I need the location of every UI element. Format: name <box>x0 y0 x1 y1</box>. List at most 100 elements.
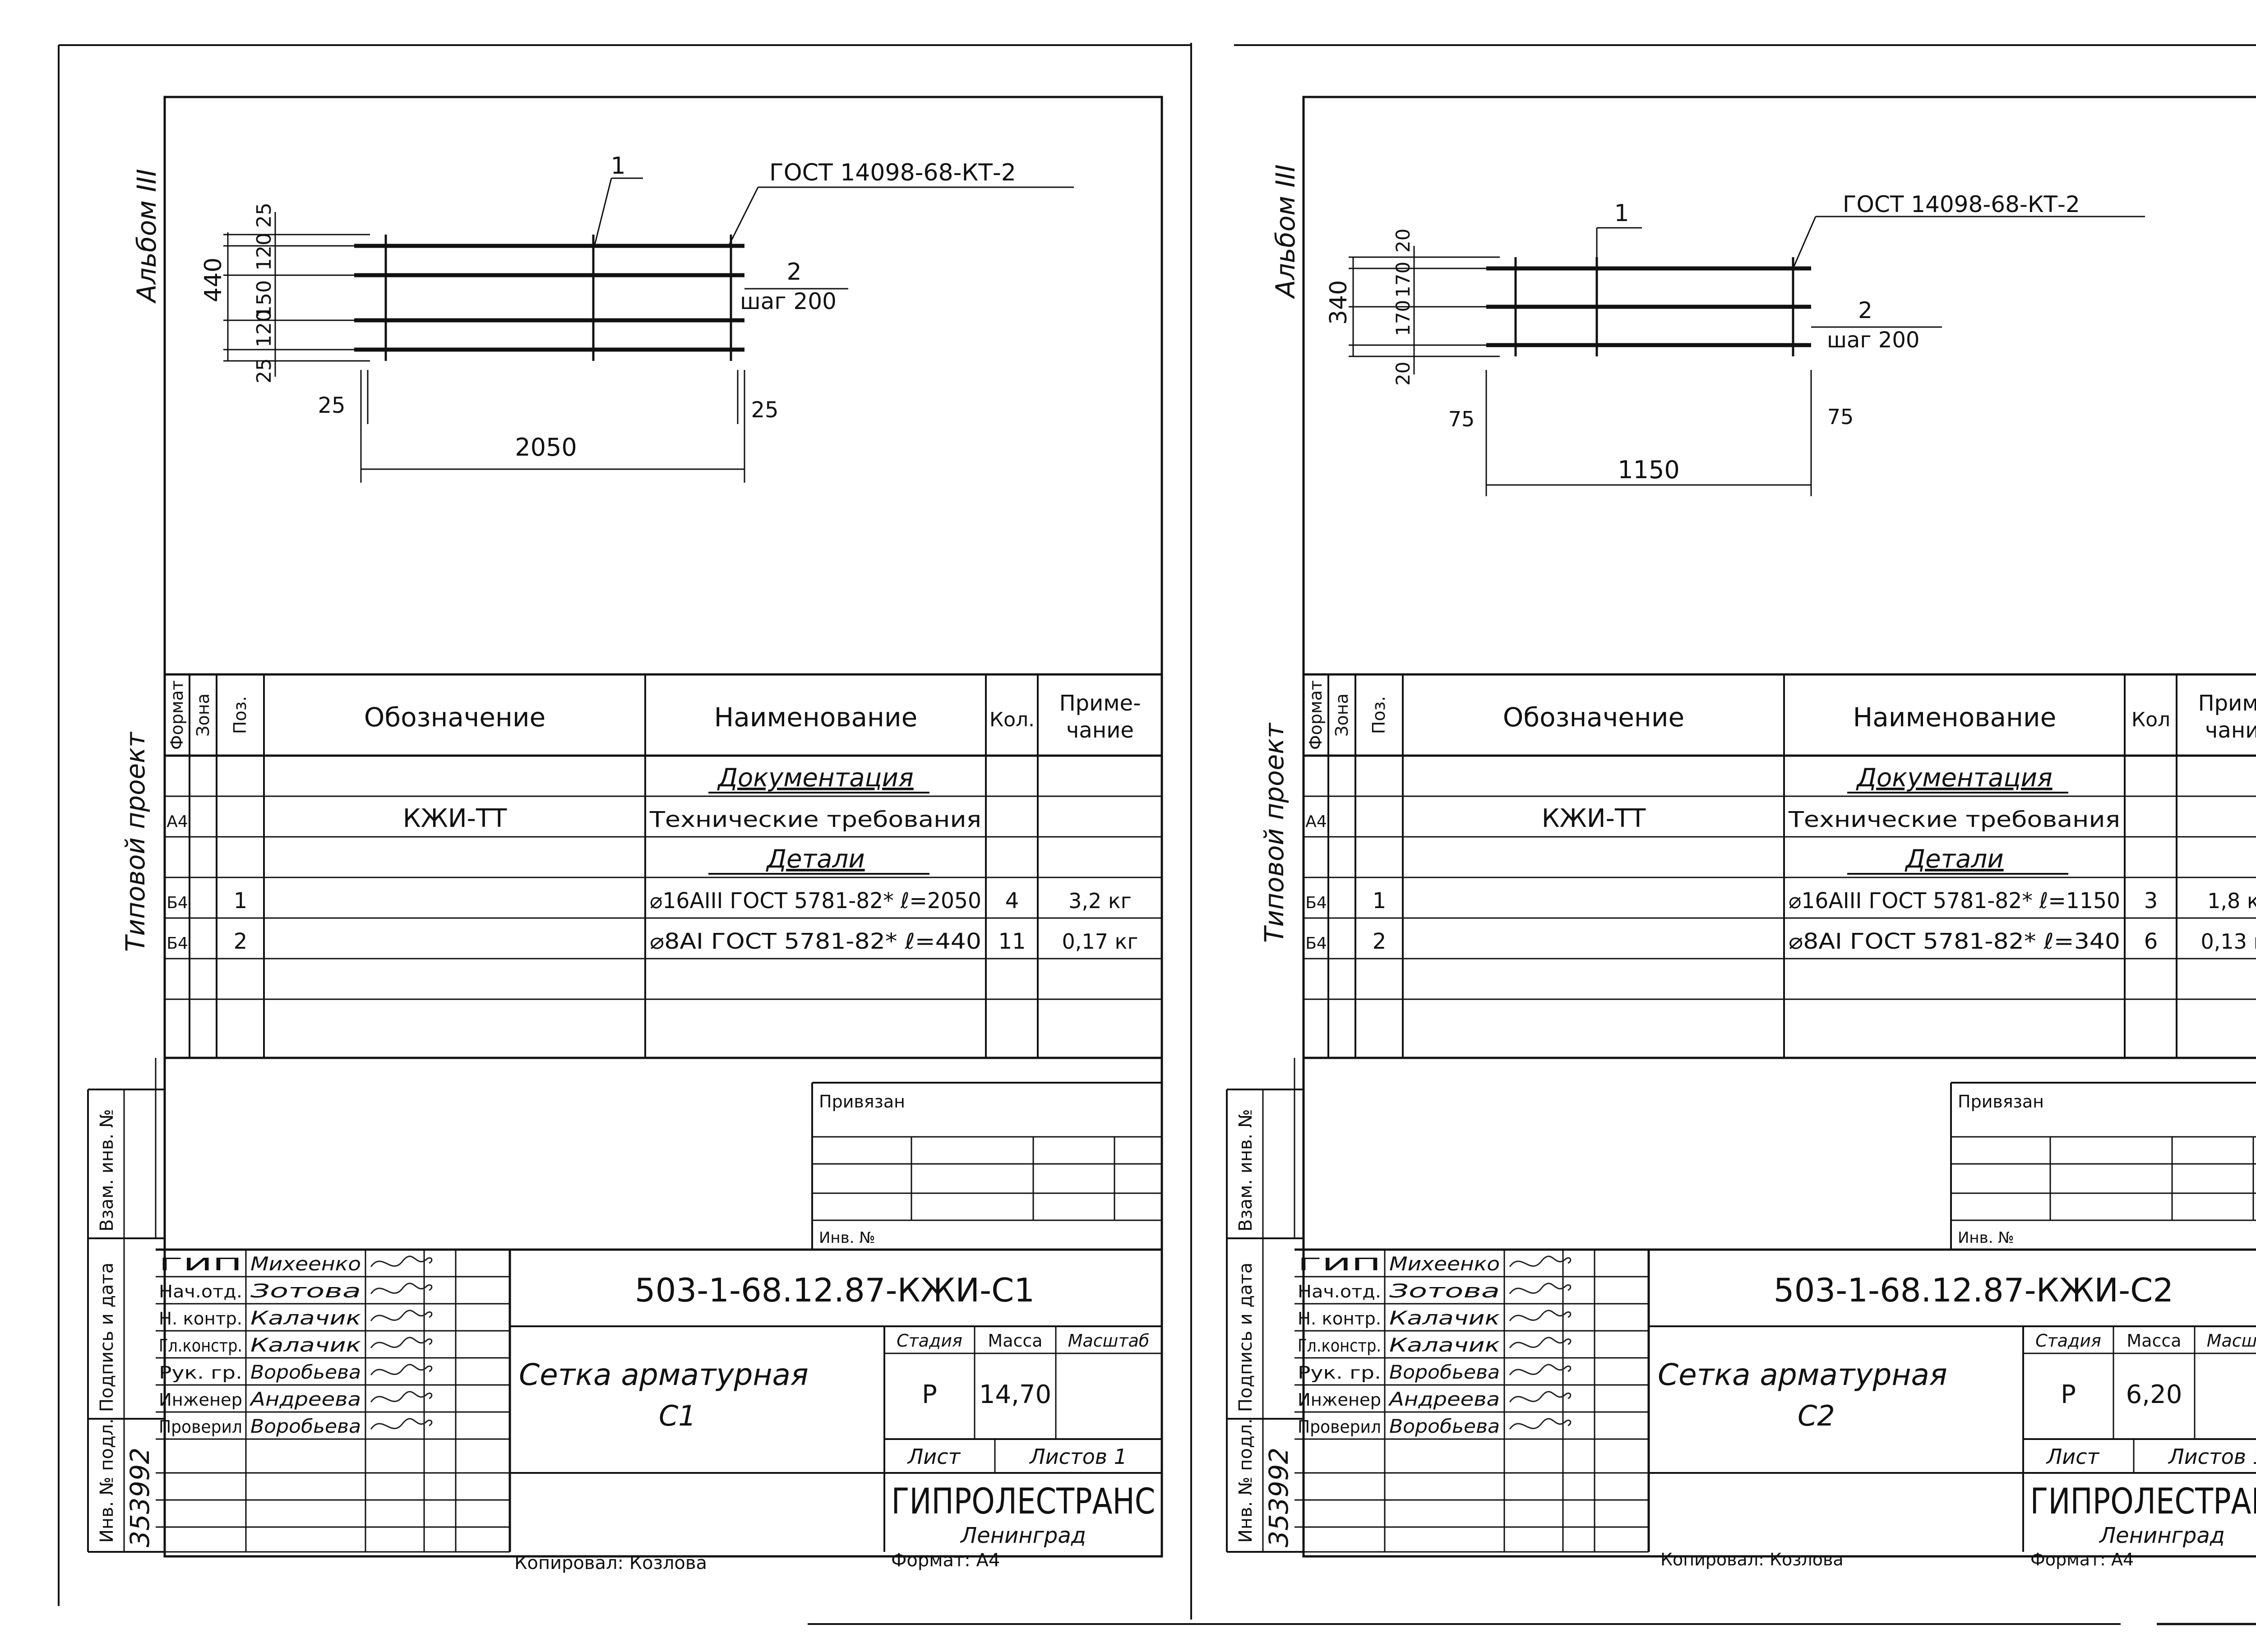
drawing-mark: С2 <box>1798 1399 1835 1432</box>
sign-role: Инженер <box>1298 1390 1381 1410</box>
sign-role: Гл.констр. <box>159 1336 242 1356</box>
dim-length: 2050 <box>515 433 577 461</box>
cell-format: Б4 <box>1305 894 1327 912</box>
bar-pos-2: 2 <box>1858 297 1872 323</box>
sheet-label: Лист <box>2046 1444 2100 1469</box>
stage-label: Стадия <box>897 1331 962 1351</box>
hdr-designation: Обозначение <box>1503 702 1684 733</box>
cell-format: А4 <box>166 812 188 831</box>
podpis-data-label: Подпись и дата <box>1235 1263 1256 1412</box>
cell-format: Б4 <box>166 894 188 912</box>
dim-end-right: 75 <box>1827 405 1854 429</box>
sign-row: Нач.отд.Зотова <box>159 1280 433 1302</box>
table-row: Детали <box>708 844 929 875</box>
mass-label: Масса <box>988 1331 1042 1351</box>
organization-name: ГИПРОЛЕСТРАНС <box>892 1481 1156 1522</box>
sign-name: Калачик <box>250 1307 361 1329</box>
sign-row: Гл.констр.Калачик <box>1298 1334 1572 1356</box>
vzam-inv-label: Взам. инв. № <box>97 1109 117 1232</box>
sign-row: Н. контр.Калачик <box>1298 1307 1572 1329</box>
sheet-label: Лист <box>907 1444 961 1469</box>
hdr-note-1: Приме- <box>2198 691 2256 716</box>
stage-value: Р <box>922 1380 937 1409</box>
cell-name: Технические требования <box>649 807 981 832</box>
table-row: Детали <box>1847 844 2068 875</box>
project-label: Типовой проект <box>120 731 151 952</box>
cell-format: Б4 <box>1305 934 1327 953</box>
cell-qty: 11 <box>998 929 1026 954</box>
album-label: Альбом III <box>131 169 162 304</box>
sign-role: Рук. гр. <box>159 1363 242 1383</box>
sign-name: Калачик <box>1389 1334 1500 1356</box>
hdr-note-2: чание <box>1066 718 1134 743</box>
podpis-data-label: Подпись и дата <box>97 1263 117 1412</box>
sign-role: Рук. гр. <box>1298 1363 1381 1383</box>
organization-city: Ленинград <box>960 1523 1086 1548</box>
mass-value: 14,70 <box>979 1380 1051 1409</box>
cell-name: ⌀16АIII ГОСТ 5781-82* ℓ=2050 <box>650 888 981 914</box>
stage-value: Р <box>2061 1380 2076 1409</box>
dim-end-right: 25 <box>751 397 778 423</box>
sign-name: Андреева <box>249 1388 361 1410</box>
sheets-label: Листов 1 <box>1029 1444 1127 1469</box>
hdr-note-1: Приме- <box>1059 691 1141 716</box>
section-heading: Детали <box>765 844 864 874</box>
cell-note: 0,13 кг <box>2201 929 2256 954</box>
inv-podl-label: Инв. № подл. <box>97 1418 117 1543</box>
signature-mark <box>370 1364 433 1375</box>
cell-format: А4 <box>1305 812 1327 831</box>
sign-role: Н. контр. <box>1298 1309 1381 1329</box>
signature-mark <box>1509 1283 1572 1294</box>
hdr-zone: Зона <box>1332 693 1352 737</box>
stage-label: Стадия <box>2035 1331 2101 1351</box>
inv-no-label: Инв. № <box>819 1229 875 1247</box>
hdr-zone: Зона <box>193 693 213 737</box>
sign-name: Зотова <box>1389 1280 1500 1302</box>
sign-row: Н. контр.Калачик <box>159 1307 433 1329</box>
leader-pos-1: 1 <box>610 152 625 180</box>
page-frame <box>58 43 2256 1625</box>
sign-name: Михеенко <box>1389 1253 1500 1275</box>
sheets-label: Листов 1 <box>2168 1444 2256 1469</box>
cell-designation: КЖИ-ТТ <box>403 804 507 833</box>
section-heading: Детали <box>1904 844 2003 874</box>
sign-name: Воробьева <box>1389 1361 1500 1383</box>
drawing-mark: С1 <box>659 1399 696 1432</box>
dim-end-left: 25 <box>318 393 345 418</box>
hdr-pos: Поз. <box>230 696 250 734</box>
dim-height: 340 <box>1325 280 1352 325</box>
document-code: 503-1-68.12.87-КЖИ-С2 <box>1774 1271 2173 1309</box>
gost-weld-label: ГОСТ 14098-68-КТ-2 <box>1843 191 2080 217</box>
sign-name: Воробьева <box>1389 1415 1500 1437</box>
table-row: Документация <box>1847 763 2068 794</box>
sheet-frame <box>163 96 1163 1558</box>
signature-mark <box>1509 1310 1572 1321</box>
sign-role: Нач.отд. <box>1298 1282 1381 1301</box>
scale-label: Масштаб <box>2207 1331 2256 1351</box>
document-code: 503-1-68.12.87-КЖИ-С1 <box>635 1271 1035 1309</box>
dim-v-1: 170 <box>1392 262 1414 298</box>
dim-v-4: 25 <box>253 358 276 383</box>
table-row: А4 КЖИ-ТТ Технические требования <box>166 804 981 833</box>
sign-row: Нач.отд. Зотова <box>1298 1280 1572 1302</box>
cell-pos: 2 <box>1373 929 1387 954</box>
hdr-format: Формат <box>1306 680 1326 750</box>
cell-qty: 6 <box>2144 929 2158 954</box>
sign-role: ГИП <box>1298 1255 1381 1274</box>
inv-number: 353992 <box>1263 1448 1294 1547</box>
inv-number: 353992 <box>125 1448 155 1547</box>
signature-mark <box>1509 1337 1572 1348</box>
sign-row: Рук. гр.Воробьева <box>159 1361 433 1383</box>
cell-qty: 3 <box>2144 888 2158 914</box>
